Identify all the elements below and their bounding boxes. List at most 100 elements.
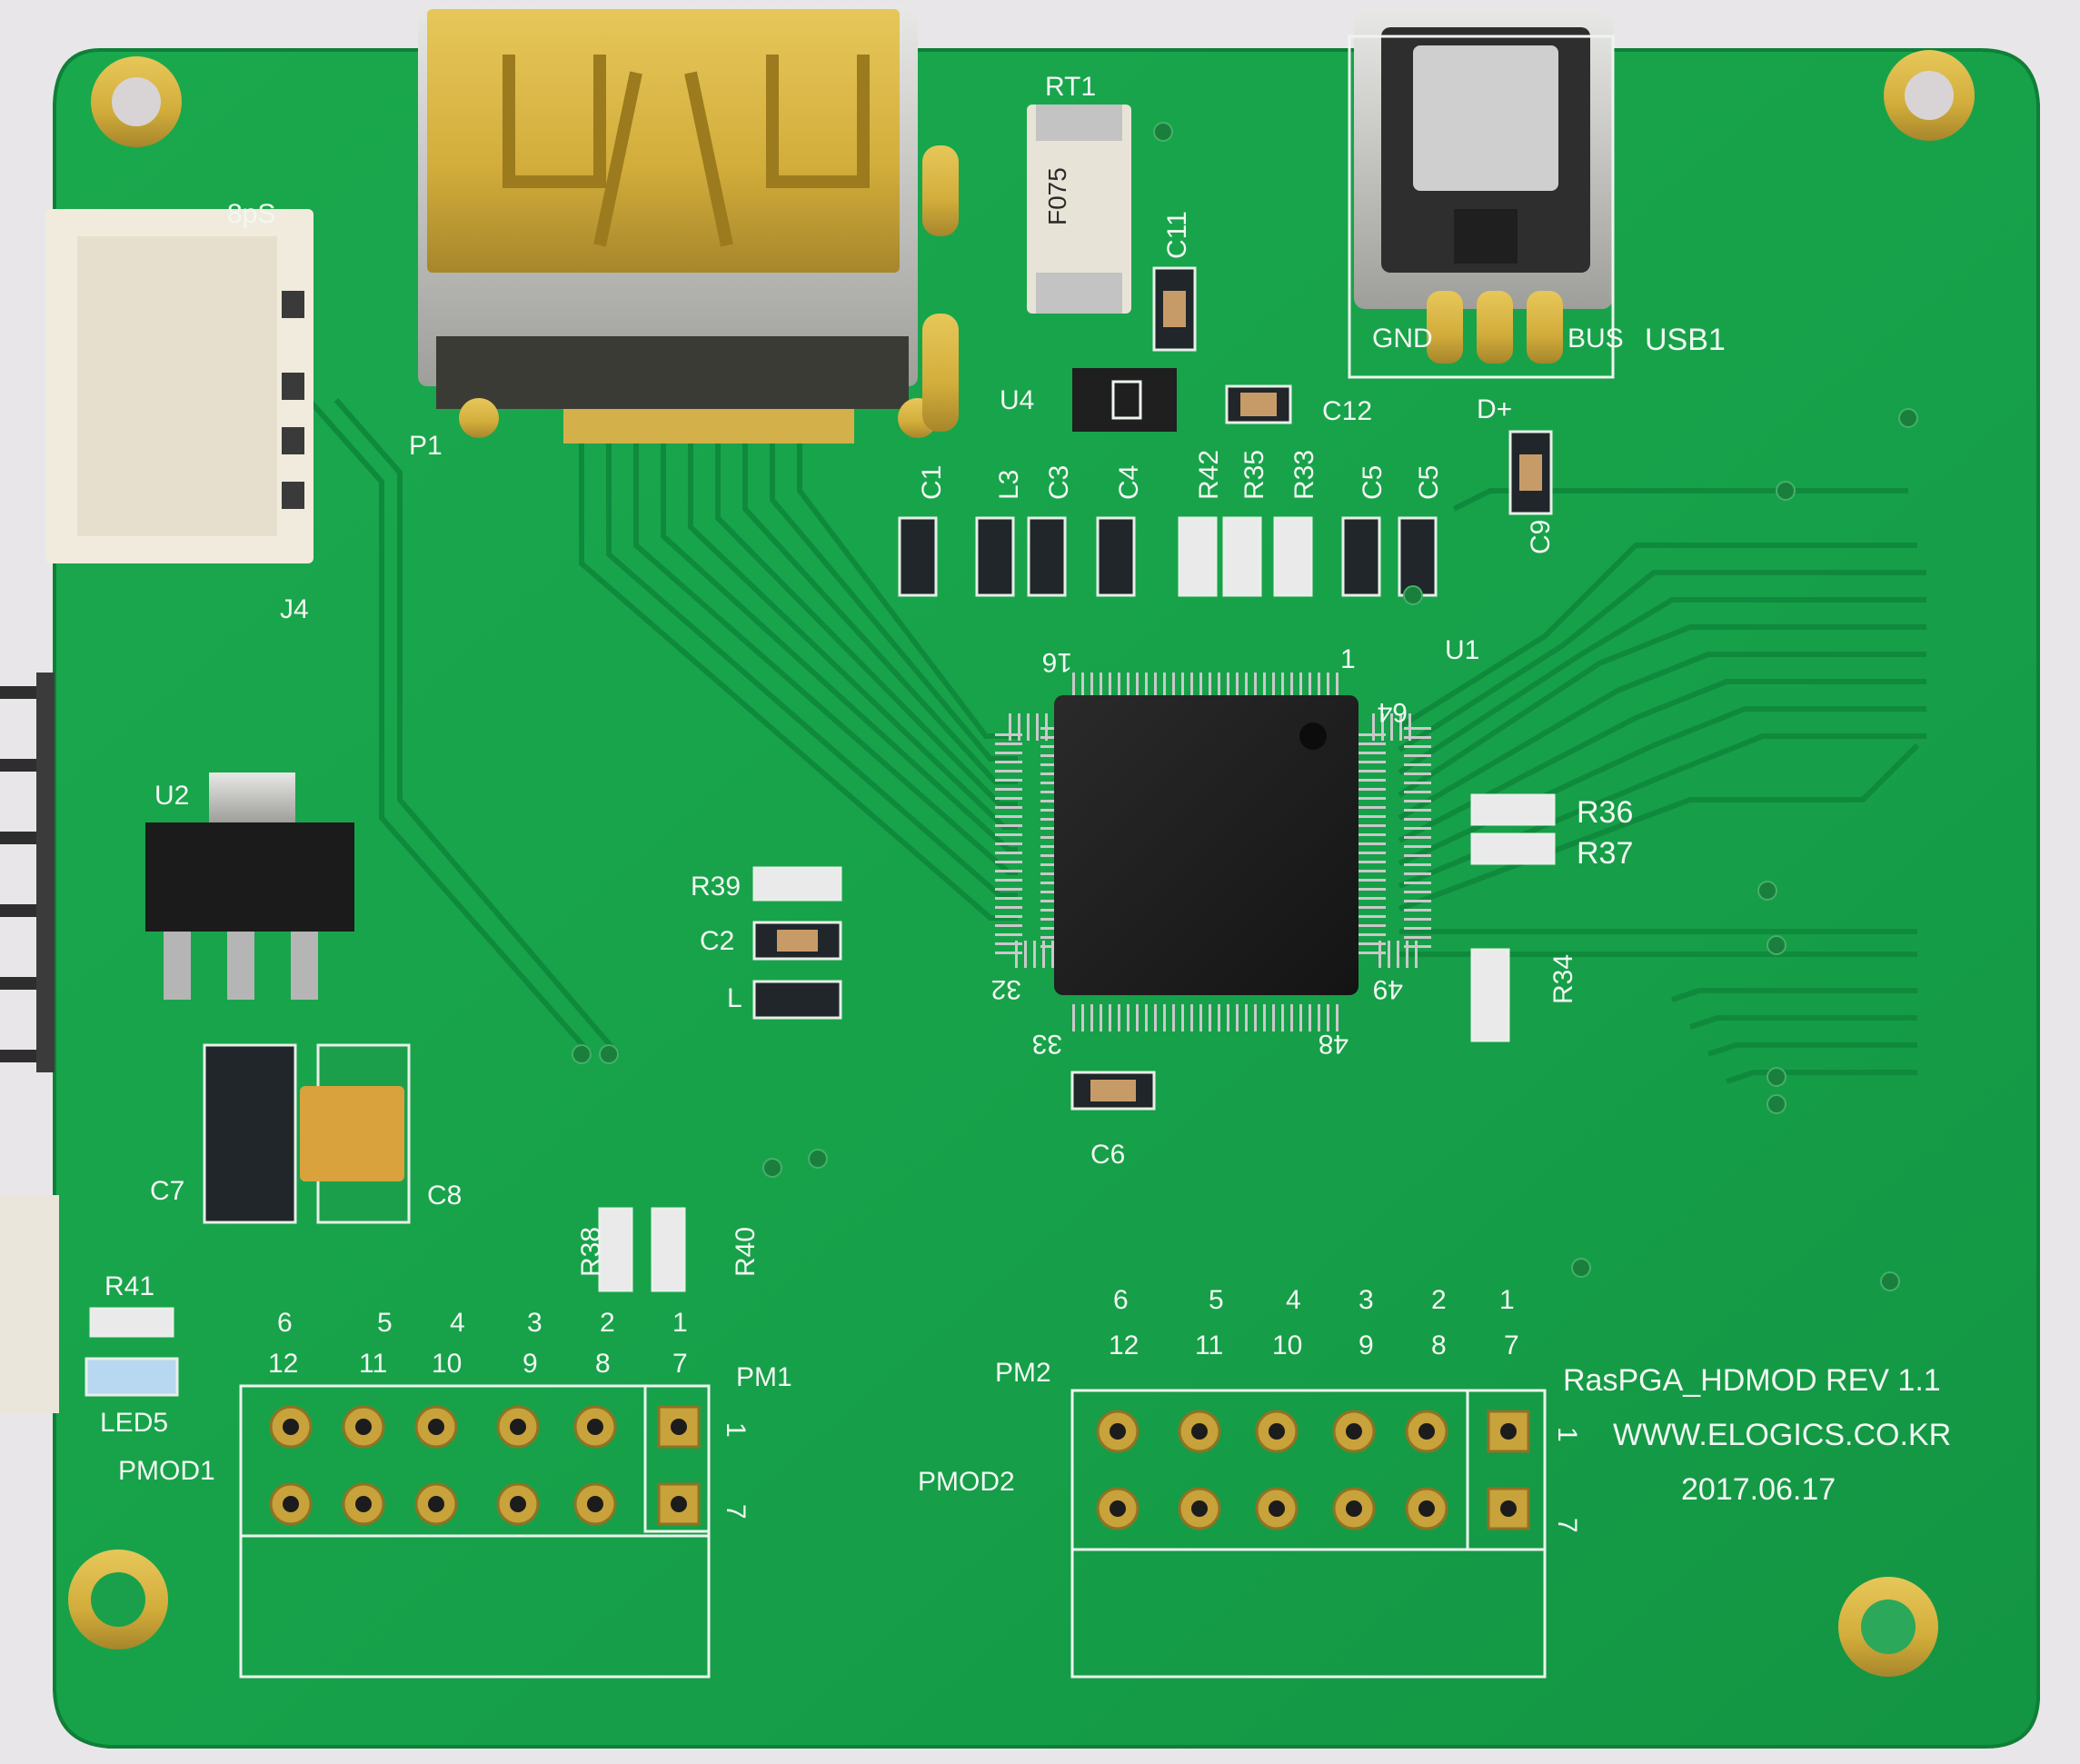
usb-dplus-label: D+: [1477, 394, 1512, 424]
pmod2-bottom-num-12: 12: [1109, 1330, 1139, 1360]
inductor-l: [752, 980, 842, 1020]
usb-connector: [1354, 9, 1613, 364]
c7-label: C7: [150, 1176, 184, 1206]
board-revision-text: RasPGA_HDMOD REV 1.1: [1563, 1363, 1941, 1398]
r36-label: R36: [1577, 795, 1633, 830]
pmod1-name: PMOD1: [118, 1456, 215, 1486]
passive-row-top: [898, 516, 1438, 597]
hdmi-ref-label: P1: [409, 431, 443, 461]
r35-label: R35: [1239, 450, 1269, 500]
c5-label: C5: [1358, 465, 1388, 500]
c1-label: C1: [917, 465, 947, 500]
resistor-r37: [1470, 832, 1556, 865]
c2-label: C2: [700, 926, 734, 956]
pmod1-bottom-num-9: 9: [522, 1349, 538, 1379]
left-header-pins: [0, 673, 55, 1072]
capacitor-c7: [203, 1043, 297, 1224]
capacitor-c11: [1152, 266, 1197, 352]
c4-label: C4: [1114, 465, 1144, 500]
pmod2-bottom-num-7: 7: [1504, 1330, 1519, 1360]
pmod1-bottom-num-11: 11: [359, 1349, 387, 1379]
pmod1-top-num-3: 3: [527, 1308, 542, 1338]
r33-label: R33: [1289, 450, 1319, 500]
power-connector-label: 8pS: [227, 199, 275, 229]
pmod1-top-num-4: 4: [450, 1308, 465, 1338]
capacitor-c8: [300, 1043, 411, 1224]
r37-label: R37: [1577, 836, 1633, 871]
pmod1-side-7: 7: [721, 1504, 751, 1520]
r38-label: R38: [576, 1227, 606, 1277]
led5-label: LED5: [100, 1408, 168, 1438]
u1-pin-32: 32: [991, 974, 1021, 1004]
capacitor-c12: [1225, 384, 1292, 424]
pmod1-bottom-num-12: 12: [268, 1349, 298, 1379]
u1-pin-16: 16: [1042, 647, 1072, 677]
c8-label: C8: [427, 1181, 462, 1211]
resistor-r39: [752, 866, 842, 902]
vias: [572, 122, 1918, 1291]
mounting-hole-top-left: [91, 56, 182, 147]
usb-ref-label: USB1: [1645, 323, 1726, 357]
pmod1-header: [239, 1384, 711, 1679]
board-date-text: 2017.06.17: [1681, 1472, 1836, 1507]
u1-pin-48: 48: [1319, 1029, 1349, 1059]
pmod2-side-1: 1: [1552, 1427, 1582, 1442]
r40-label: R40: [731, 1227, 761, 1277]
u1-pin-49: 49: [1373, 974, 1403, 1004]
board-website-text: WWW.ELOGICS.CO.KR: [1613, 1418, 1951, 1452]
c3-label: C3: [1044, 465, 1074, 500]
pmod2-top-num-2: 2: [1431, 1285, 1447, 1315]
fuse-rt1: F075: [1027, 105, 1131, 314]
capacitor-c2: [752, 921, 842, 961]
r39-label: R39: [691, 872, 741, 902]
mounting-hole-bottom-right: [1838, 1577, 1938, 1677]
pmod1-side-1: 1: [721, 1422, 751, 1438]
power-connector: [45, 209, 313, 563]
ic-u4: [1072, 368, 1177, 432]
l3-label: L3: [994, 470, 1024, 500]
r42-label: R42: [1194, 450, 1224, 500]
hdmi-connector: [418, 5, 959, 443]
pmod2-tag: PM2: [995, 1358, 1051, 1388]
left-edge-connector: [0, 1195, 59, 1413]
pmod1-bottom-num-8: 8: [595, 1349, 611, 1379]
pmod1-top-num-6: 6: [277, 1308, 293, 1338]
ic-u1: [995, 673, 1431, 1031]
hdmi-pins: [563, 409, 854, 443]
u1-label: U1: [1445, 635, 1479, 665]
usb-bus-label: BUS: [1567, 324, 1624, 354]
power-ref-label: J4: [280, 594, 309, 624]
pmod1-bottom-num-7: 7: [672, 1349, 688, 1379]
pmod2-side-7: 7: [1552, 1518, 1582, 1533]
mounting-hole-bottom-left: [68, 1550, 168, 1649]
pmod1-bottom-num-10: 10: [432, 1349, 462, 1379]
pmod2-header: [1070, 1389, 1547, 1679]
u1-pin-64: 64: [1378, 697, 1408, 727]
c12-label: C12: [1322, 396, 1372, 426]
c9-label: C9: [1526, 520, 1556, 554]
pmod1-top-num-2: 2: [600, 1308, 615, 1338]
pmod1-top-num-5: 5: [377, 1308, 393, 1338]
pmod2-pins: [1096, 1410, 1530, 1530]
r34-label: R34: [1548, 954, 1578, 1004]
c11-label: C11: [1162, 211, 1192, 259]
pmod2-name: PMOD2: [918, 1467, 1015, 1497]
c5b-label: C5: [1414, 465, 1444, 500]
u1-pin-33: 33: [1032, 1029, 1062, 1059]
pmod1-top-num-1: 1: [672, 1308, 688, 1338]
resistor-r34: [1470, 948, 1510, 1042]
pmod2-bottom-num-8: 8: [1431, 1330, 1447, 1360]
pmod2-bottom-num-10: 10: [1272, 1330, 1302, 1360]
u2-label: U2: [154, 781, 189, 811]
r41-label: R41: [104, 1271, 154, 1301]
pmod2-top-num-5: 5: [1209, 1285, 1224, 1315]
resistor-r40: [651, 1207, 686, 1292]
resistor-r36: [1470, 793, 1556, 826]
capacitor-c9: [1508, 430, 1553, 515]
rt1-label: RT1: [1045, 72, 1096, 102]
regulator-u2: [145, 772, 354, 1000]
pmod2-top-num-4: 4: [1286, 1285, 1301, 1315]
u1-pin-1: 1: [1340, 644, 1356, 674]
ic-u1-pins: [995, 673, 1431, 1031]
